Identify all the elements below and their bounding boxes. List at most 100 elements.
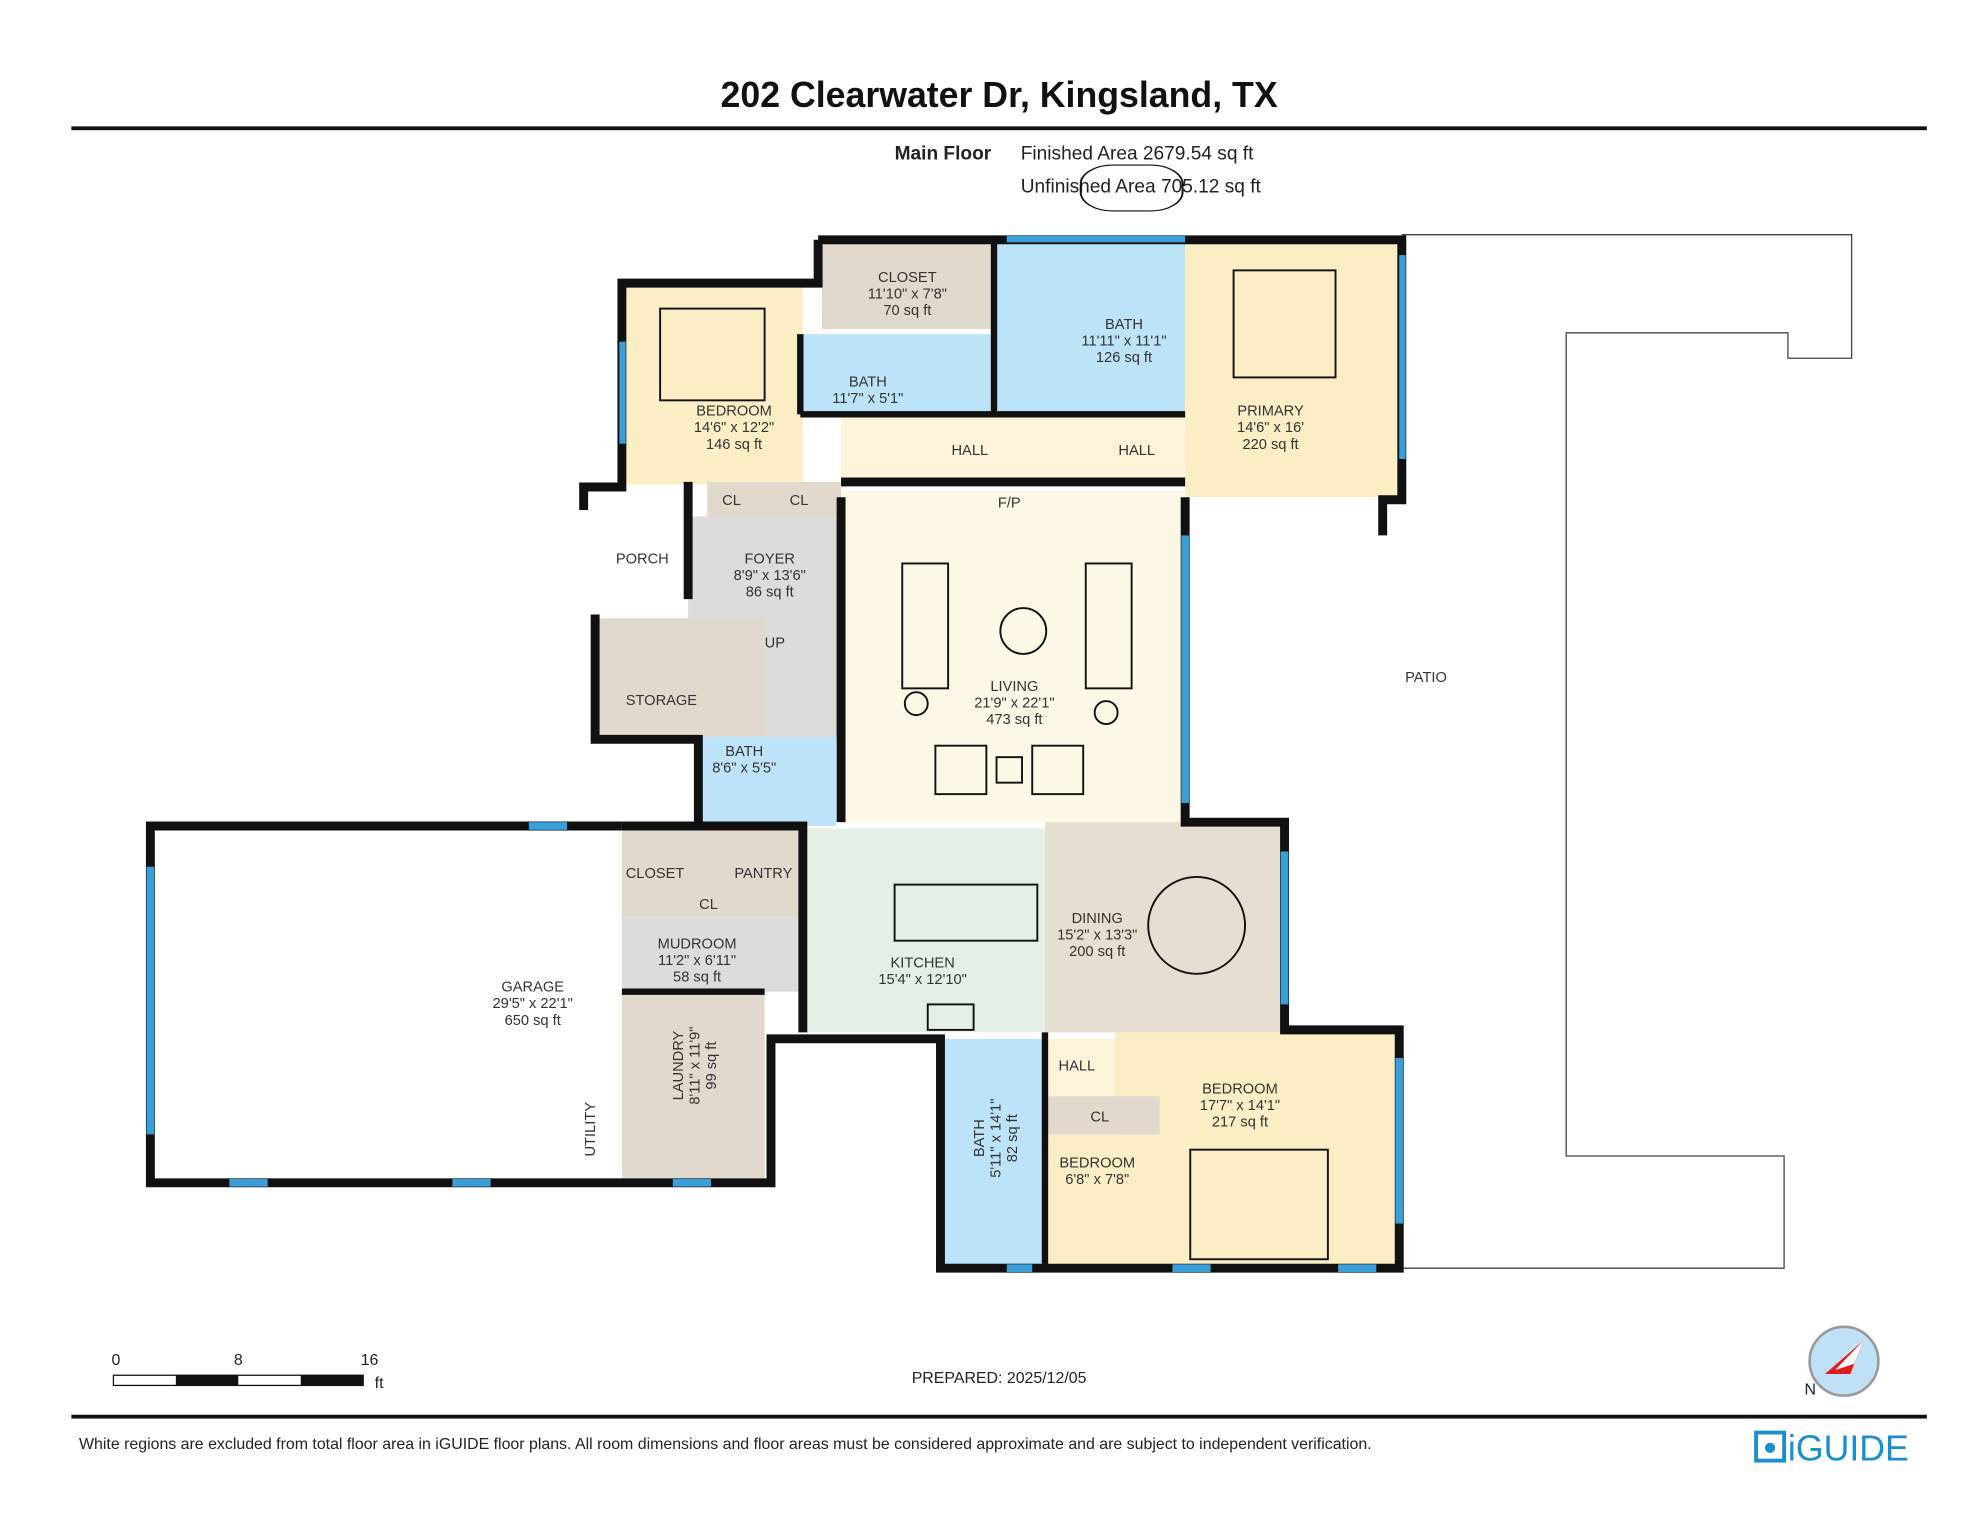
room-dims: 14'6" x 12'2"	[694, 420, 774, 436]
room-dims: 17'7" x 14'1"	[1200, 1098, 1280, 1114]
room-label: HALL	[951, 443, 988, 459]
room-dims: 8'11" x 11'9"	[688, 1027, 704, 1105]
room-area: 86 sq ft	[746, 585, 794, 601]
room-name: BATH	[1105, 317, 1143, 333]
room-name: PATIO	[1405, 670, 1447, 686]
room-label: PANTRY	[734, 866, 792, 882]
header-divider	[71, 126, 1927, 131]
room-dims: 11'11" x 11'1"	[1081, 334, 1166, 350]
scale-tick-0: 0	[112, 1352, 121, 1369]
room-fill	[841, 490, 1186, 823]
room-fill	[802, 334, 994, 415]
windows	[146, 235, 1406, 1273]
room-name: LIVING	[990, 679, 1038, 695]
room-name: HALL	[1118, 443, 1155, 459]
room-name: CLOSET	[878, 270, 937, 286]
finished-area: Finished Area 2679.54 sq ft	[1021, 143, 1254, 164]
footer-divider	[71, 1414, 1927, 1419]
room-fill	[821, 242, 994, 329]
room-dims: 15'2" x 13'3"	[1057, 927, 1137, 943]
room-label: UTILITY	[583, 1102, 599, 1157]
floor-name: Main Floor	[895, 143, 992, 164]
room-label: CL	[1090, 1110, 1109, 1126]
room-label: CL	[790, 493, 809, 509]
room-dims: 8'6" x 5'5"	[712, 760, 776, 776]
room-fill	[943, 1038, 1045, 1269]
disclaimer: White regions are excluded from total fl…	[79, 1436, 1372, 1453]
room-name: BATH	[849, 374, 887, 390]
room-area: 82 sq ft	[1005, 1114, 1021, 1162]
room-area: 99 sq ft	[704, 1042, 720, 1090]
room-dims: 21'9" x 22'1"	[974, 695, 1054, 711]
room-area: 220 sq ft	[1242, 437, 1298, 453]
scale-tick-16: 16	[361, 1352, 379, 1369]
room-name: GARAGE	[501, 980, 564, 996]
room-name: CL	[1090, 1110, 1109, 1126]
room-dims: 11'10" x 7'8"	[868, 286, 947, 302]
room-area: 146 sq ft	[706, 437, 762, 453]
room-fill	[621, 994, 765, 1179]
room-name: FOYER	[744, 551, 794, 567]
room-fill	[698, 736, 836, 826]
room-fill	[1185, 242, 1402, 498]
room-dims: 14'6" x 16'	[1237, 420, 1304, 436]
compass-north-icon: N	[1804, 1325, 1880, 1398]
room-dims: 11'2" x 6'11"	[658, 953, 736, 969]
page-title: 202 Clearwater Dr, Kingsland, TX	[721, 75, 1278, 115]
room-name: BEDROOM	[696, 404, 772, 420]
room-label: PATIO	[1405, 670, 1447, 686]
room-name: HALL	[1059, 1059, 1096, 1075]
room-area: 650 sq ft	[505, 1013, 561, 1029]
room-name: PANTRY	[734, 866, 792, 882]
room-dims: 5'11" x 14'1"	[988, 1099, 1004, 1178]
compass-label: N	[1804, 1381, 1816, 1398]
room-fill	[621, 917, 803, 992]
room-label: UP	[765, 636, 785, 652]
room-name: BATH	[972, 1119, 988, 1157]
room-label: CL	[699, 897, 718, 913]
room-fills	[598, 242, 1402, 1269]
room-dims: 8'9" x 13'6"	[734, 568, 806, 584]
room-name: PRIMARY	[1237, 404, 1304, 420]
prepared-date: PREPARED: 2025/12/05	[912, 1370, 1087, 1387]
room-name: CL	[699, 897, 718, 913]
room-name: LAUNDRY	[671, 1030, 687, 1100]
walls	[145, 235, 1407, 1273]
scale-unit: ft	[375, 1375, 384, 1392]
room-dims: 15'4" x 12'10"	[878, 972, 966, 988]
room-label: CLOSET	[626, 866, 685, 882]
room-label: HALL	[1118, 443, 1155, 459]
room-name: STORAGE	[626, 693, 698, 709]
room-area: 217 sq ft	[1212, 1115, 1268, 1131]
unfinished-area: Unfinished Area 705.12 sq ft	[1021, 177, 1262, 198]
room-name: DINING	[1072, 911, 1123, 927]
room-label: F/P	[998, 495, 1021, 511]
room-fill	[1044, 1038, 1116, 1097]
room-name: UP	[765, 636, 785, 652]
iguide-logo: iGUIDE	[1754, 1429, 1909, 1469]
room-area: 473 sq ft	[986, 712, 1042, 728]
room-area: 70 sq ft	[883, 303, 931, 319]
room-area: 58 sq ft	[673, 969, 721, 985]
room-fill	[707, 481, 842, 518]
room-dims: 29'5" x 22'1"	[493, 996, 573, 1012]
brand-name: iGUIDE	[1788, 1429, 1909, 1469]
room-fill	[621, 828, 803, 918]
room-name: CLOSET	[626, 866, 685, 882]
room-name: HALL	[951, 443, 988, 459]
room-name: PORCH	[616, 551, 669, 567]
